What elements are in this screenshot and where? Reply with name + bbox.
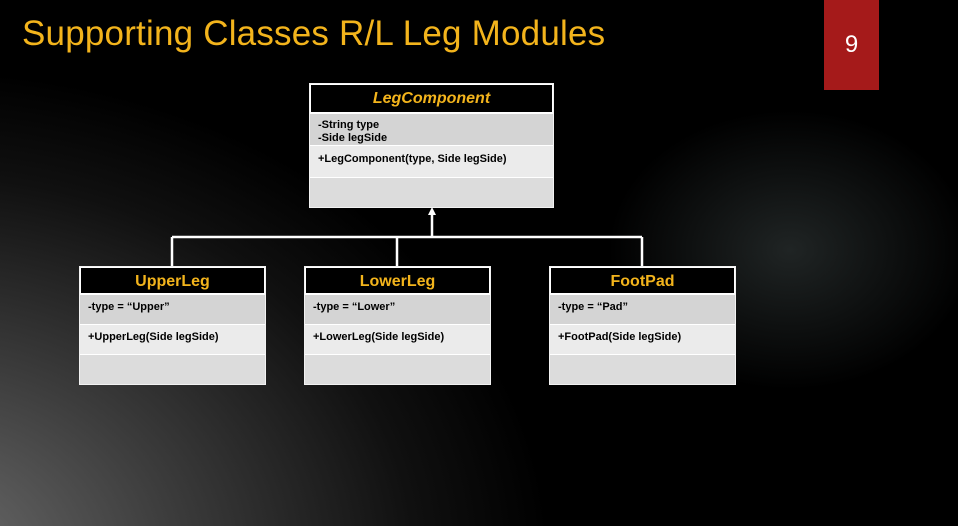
class-lowerleg[interactable]: LowerLeg -type = “Lower” +LowerLeg(Side … [304, 266, 491, 385]
empty-section-footpad [550, 354, 735, 384]
class-name-legcomponent: LegComponent [310, 84, 553, 113]
attributes-upperleg: -type = “Upper” [80, 294, 265, 324]
empty-section-lowerleg [305, 354, 490, 384]
slide-number: 9 [844, 31, 859, 58]
attribute: -type = “Upper” [88, 301, 170, 313]
slide-title: Supporting Classes R/L Leg Modules [22, 14, 606, 53]
class-name-lowerleg: LowerLeg [305, 267, 490, 294]
class-name-footpad: FootPad [550, 267, 735, 294]
empty-section-legcomponent [310, 177, 553, 207]
attributes-footpad: -type = “Pad” [550, 294, 735, 324]
attribute: -type = “Lower” [313, 301, 396, 313]
operations-lowerleg: +LowerLeg(Side legSide) [305, 324, 490, 354]
inheritance-arrowhead [428, 207, 436, 215]
class-legcomponent[interactable]: LegComponent -String type -Side legSide … [309, 83, 554, 208]
operation: +LowerLeg(Side legSide) [313, 331, 445, 343]
attribute: -String type [318, 119, 380, 131]
attributes-lowerleg: -type = “Lower” [305, 294, 490, 324]
operations-footpad: +FootPad(Side legSide) [550, 324, 735, 354]
empty-section-upperleg [80, 354, 265, 384]
operations-upperleg: +UpperLeg(Side legSide) [80, 324, 265, 354]
slide-number-badge: 9 [824, 0, 879, 90]
operations-legcomponent: +LegComponent(type, Side legSide) [310, 145, 553, 177]
operation: +UpperLeg(Side legSide) [88, 331, 219, 343]
attribute: -Side legSide [318, 132, 388, 144]
class-upperleg[interactable]: UpperLeg -type = “Upper” +UpperLeg(Side … [79, 266, 266, 385]
class-name-upperleg: UpperLeg [80, 267, 265, 294]
attributes-legcomponent: -String type -Side legSide [310, 113, 553, 145]
attribute: -type = “Pad” [558, 301, 628, 313]
operation: +FootPad(Side legSide) [558, 331, 682, 343]
operation: +LegComponent(type, Side legSide) [318, 153, 507, 165]
class-footpad[interactable]: FootPad -type = “Pad” +FootPad(Side legS… [549, 266, 736, 385]
